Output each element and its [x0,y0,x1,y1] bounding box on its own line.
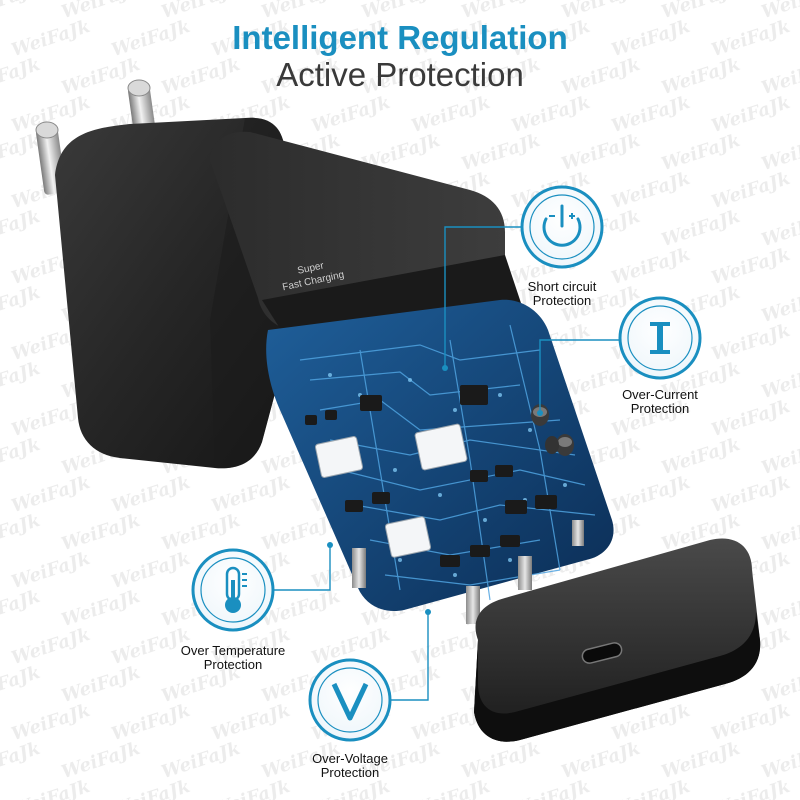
feature-label-line2: Protection [203,657,263,672]
feature-label-over-temperature: Over Temperature Protection [158,644,308,672]
feature-label-over-current: Over-Current Protection [585,388,735,416]
feature-label-line2: Protection [320,765,380,780]
feature-label-line2: Protection [630,401,690,416]
headline: Intelligent Regulation [232,19,568,56]
over-voltage-icon [308,658,392,742]
over-current-icon [618,296,702,380]
feature-label-line1: Over Temperature [180,643,286,658]
feature-label-short-circuit: Short circuit Protection [487,280,637,308]
feature-label-over-voltage: Over-Voltage Protection [275,752,425,780]
charger-cap [474,538,761,742]
pcb-board [266,299,614,624]
thermometer-icon [191,548,275,632]
subheadline: Active Protection [276,56,524,93]
feature-label-line1: Over-Voltage [312,751,388,766]
usb-c-port-icon [581,642,623,664]
feature-label-line1: Short circuit [527,279,597,294]
feature-label-line2: Protection [532,293,592,308]
short-circuit-icon [520,185,604,269]
feature-label-line1: Over-Current [622,387,698,402]
